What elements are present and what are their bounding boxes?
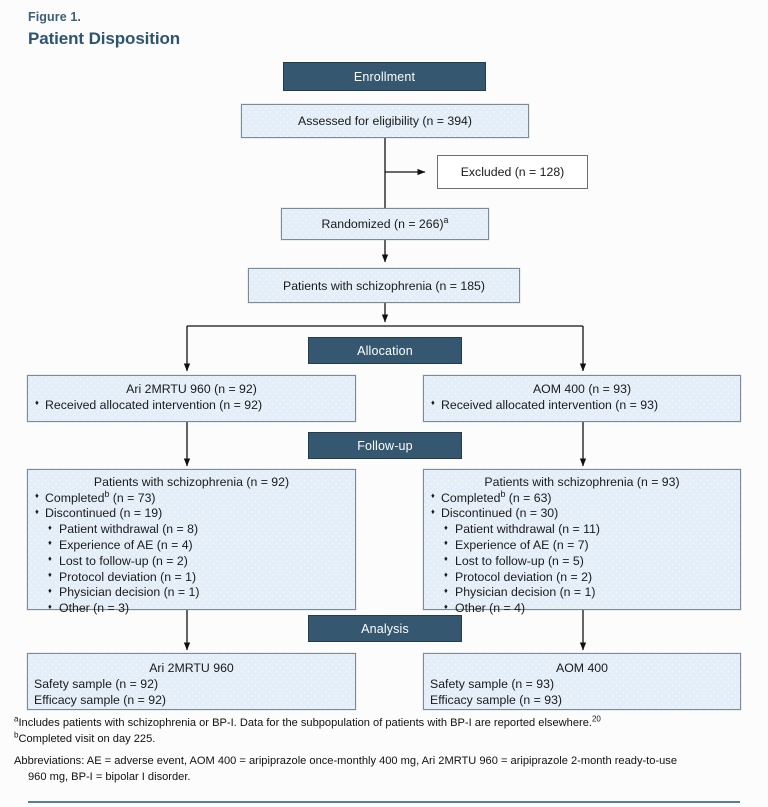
box-patients-with-schizophrenia-total: Patients with schizophrenia (n = 185) <box>248 268 520 303</box>
box-allocation-right: AOM 400 (n = 93) Received allocated inte… <box>423 375 741 422</box>
box-followup-left: Patients with schizophrenia (n = 92) Com… <box>27 469 356 615</box>
list-item: Received allocated intervention (n = 92) <box>34 398 349 414</box>
box-schizophrenia-total-label: Patients with schizophrenia (n = 185) <box>283 278 485 293</box>
footnote-a: aIncludes patients with schizophrenia or… <box>14 714 601 729</box>
box-randomized: Randomized (n = 266)a <box>281 208 489 240</box>
box-followup-right: Patients with schizophrenia (n = 93) Com… <box>423 469 741 615</box>
bottom-rule <box>28 801 740 803</box>
list-item: Experience of AE (n = 4) <box>34 538 349 554</box>
list-item: Experience of AE (n = 7) <box>430 538 734 554</box>
allocation-left-title: Ari 2MRTU 960 (n = 92) <box>126 382 257 396</box>
list-item: Patient withdrawal (n = 11) <box>430 522 734 538</box>
allocation-right-title: AOM 400 (n = 93) <box>532 382 632 396</box>
stage-banner-analysis-label: Analysis <box>361 621 409 636</box>
footnote-marker-b: b <box>104 488 110 499</box>
list-item: Protocol deviation (n = 2) <box>430 570 734 586</box>
figure-title: Patient Disposition <box>28 29 181 49</box>
abbreviations-label: Abbreviations: <box>14 754 85 767</box>
analysis-right-title: AOM 400 <box>556 661 608 675</box>
figure-number: Figure 1. <box>28 10 81 24</box>
abbreviations: Abbreviations: AE = adverse event, AOM 4… <box>14 754 754 786</box>
figure-header: Figure 1. Patient Disposition <box>28 8 528 51</box>
box-excluded-label: Excluded (n = 128) <box>460 165 565 179</box>
footnote-marker-a: a <box>443 214 449 225</box>
footnotes: aIncludes patients with schizophrenia or… <box>14 714 754 786</box>
list-item: Other (n = 3) <box>34 601 349 617</box>
analysis-left-efficacy: Efficacy sample (n = 92) <box>34 692 167 707</box>
list-item-completed: Completedb (n = 63) <box>430 488 734 507</box>
list-item: Patient withdrawal (n = 8) <box>34 522 349 538</box>
list-item: Other (n = 4) <box>430 601 734 617</box>
followup-right-list: Completedb (n = 63) Discontinued (n = 30… <box>430 488 734 617</box>
list-item: Physician decision (n = 1) <box>430 585 734 601</box>
abbreviations-line2: 960 mg, BP-I = bipolar I disorder. <box>28 770 191 783</box>
box-assessed-for-eligibility: Assessed for eligibility (n = 394) <box>241 104 529 138</box>
list-item: Received allocated intervention (n = 93) <box>430 398 734 414</box>
box-analysis-right: AOM 400 Safety sample (n = 93) Efficacy … <box>423 653 741 710</box>
stage-banner-followup: Follow-up <box>308 432 462 459</box>
box-excluded: Excluded (n = 128) <box>437 155 588 189</box>
footnote-a-marker: a <box>14 714 19 724</box>
stage-banner-enrollment: Enrollment <box>283 62 486 91</box>
followup-left-list: Completedb (n = 73) Discontinued (n = 19… <box>34 488 349 617</box>
list-item: Protocol deviation (n = 1) <box>34 570 349 586</box>
list-item-completed: Completedb (n = 73) <box>34 488 349 507</box>
box-allocation-left: Ari 2MRTU 960 (n = 92) Received allocate… <box>27 375 356 422</box>
footnote-b: bCompleted visit on day 225. <box>14 730 156 745</box>
footnote-marker-b: b <box>500 488 506 499</box>
followup-right-title: Patients with schizophrenia (n = 93) <box>484 475 680 489</box>
footnote-b-marker: b <box>14 730 19 740</box>
list-item-discontinued: Discontinued (n = 19) <box>34 506 349 522</box>
list-item-discontinued: Discontinued (n = 30) <box>430 506 734 522</box>
box-randomized-label: Randomized (n = 266)a <box>321 214 449 231</box>
box-assessed-label: Assessed for eligibility (n = 394) <box>298 114 472 128</box>
stage-banner-followup-label: Follow-up <box>357 438 413 453</box>
abbreviations-line1: AE = adverse event, AOM 400 = aripiprazo… <box>86 754 678 767</box>
analysis-right-efficacy: Efficacy sample (n = 93) <box>430 692 563 707</box>
followup-left-title: Patients with schizophrenia (n = 92) <box>93 475 290 489</box>
analysis-left-title: Ari 2MRTU 960 <box>149 661 234 675</box>
stage-banner-allocation-label: Allocation <box>357 343 413 358</box>
list-item: Physician decision (n = 1) <box>34 585 349 601</box>
allocation-left-list: Received allocated intervention (n = 92) <box>34 398 349 414</box>
box-analysis-left: Ari 2MRTU 960 Safety sample (n = 92) Eff… <box>27 653 356 710</box>
allocation-right-list: Received allocated intervention (n = 93) <box>430 398 734 414</box>
stage-banner-analysis: Analysis <box>308 615 462 642</box>
stage-banner-enrollment-label: Enrollment <box>353 69 416 84</box>
list-item: Lost to follow-up (n = 5) <box>430 554 734 570</box>
list-item: Lost to follow-up (n = 2) <box>34 554 349 570</box>
stage-banner-allocation: Allocation <box>308 337 462 364</box>
analysis-right-safety: Safety sample (n = 93) <box>430 676 555 691</box>
analysis-left-safety: Safety sample (n = 92) <box>34 676 159 691</box>
reference-marker-20: 20 <box>591 714 601 724</box>
